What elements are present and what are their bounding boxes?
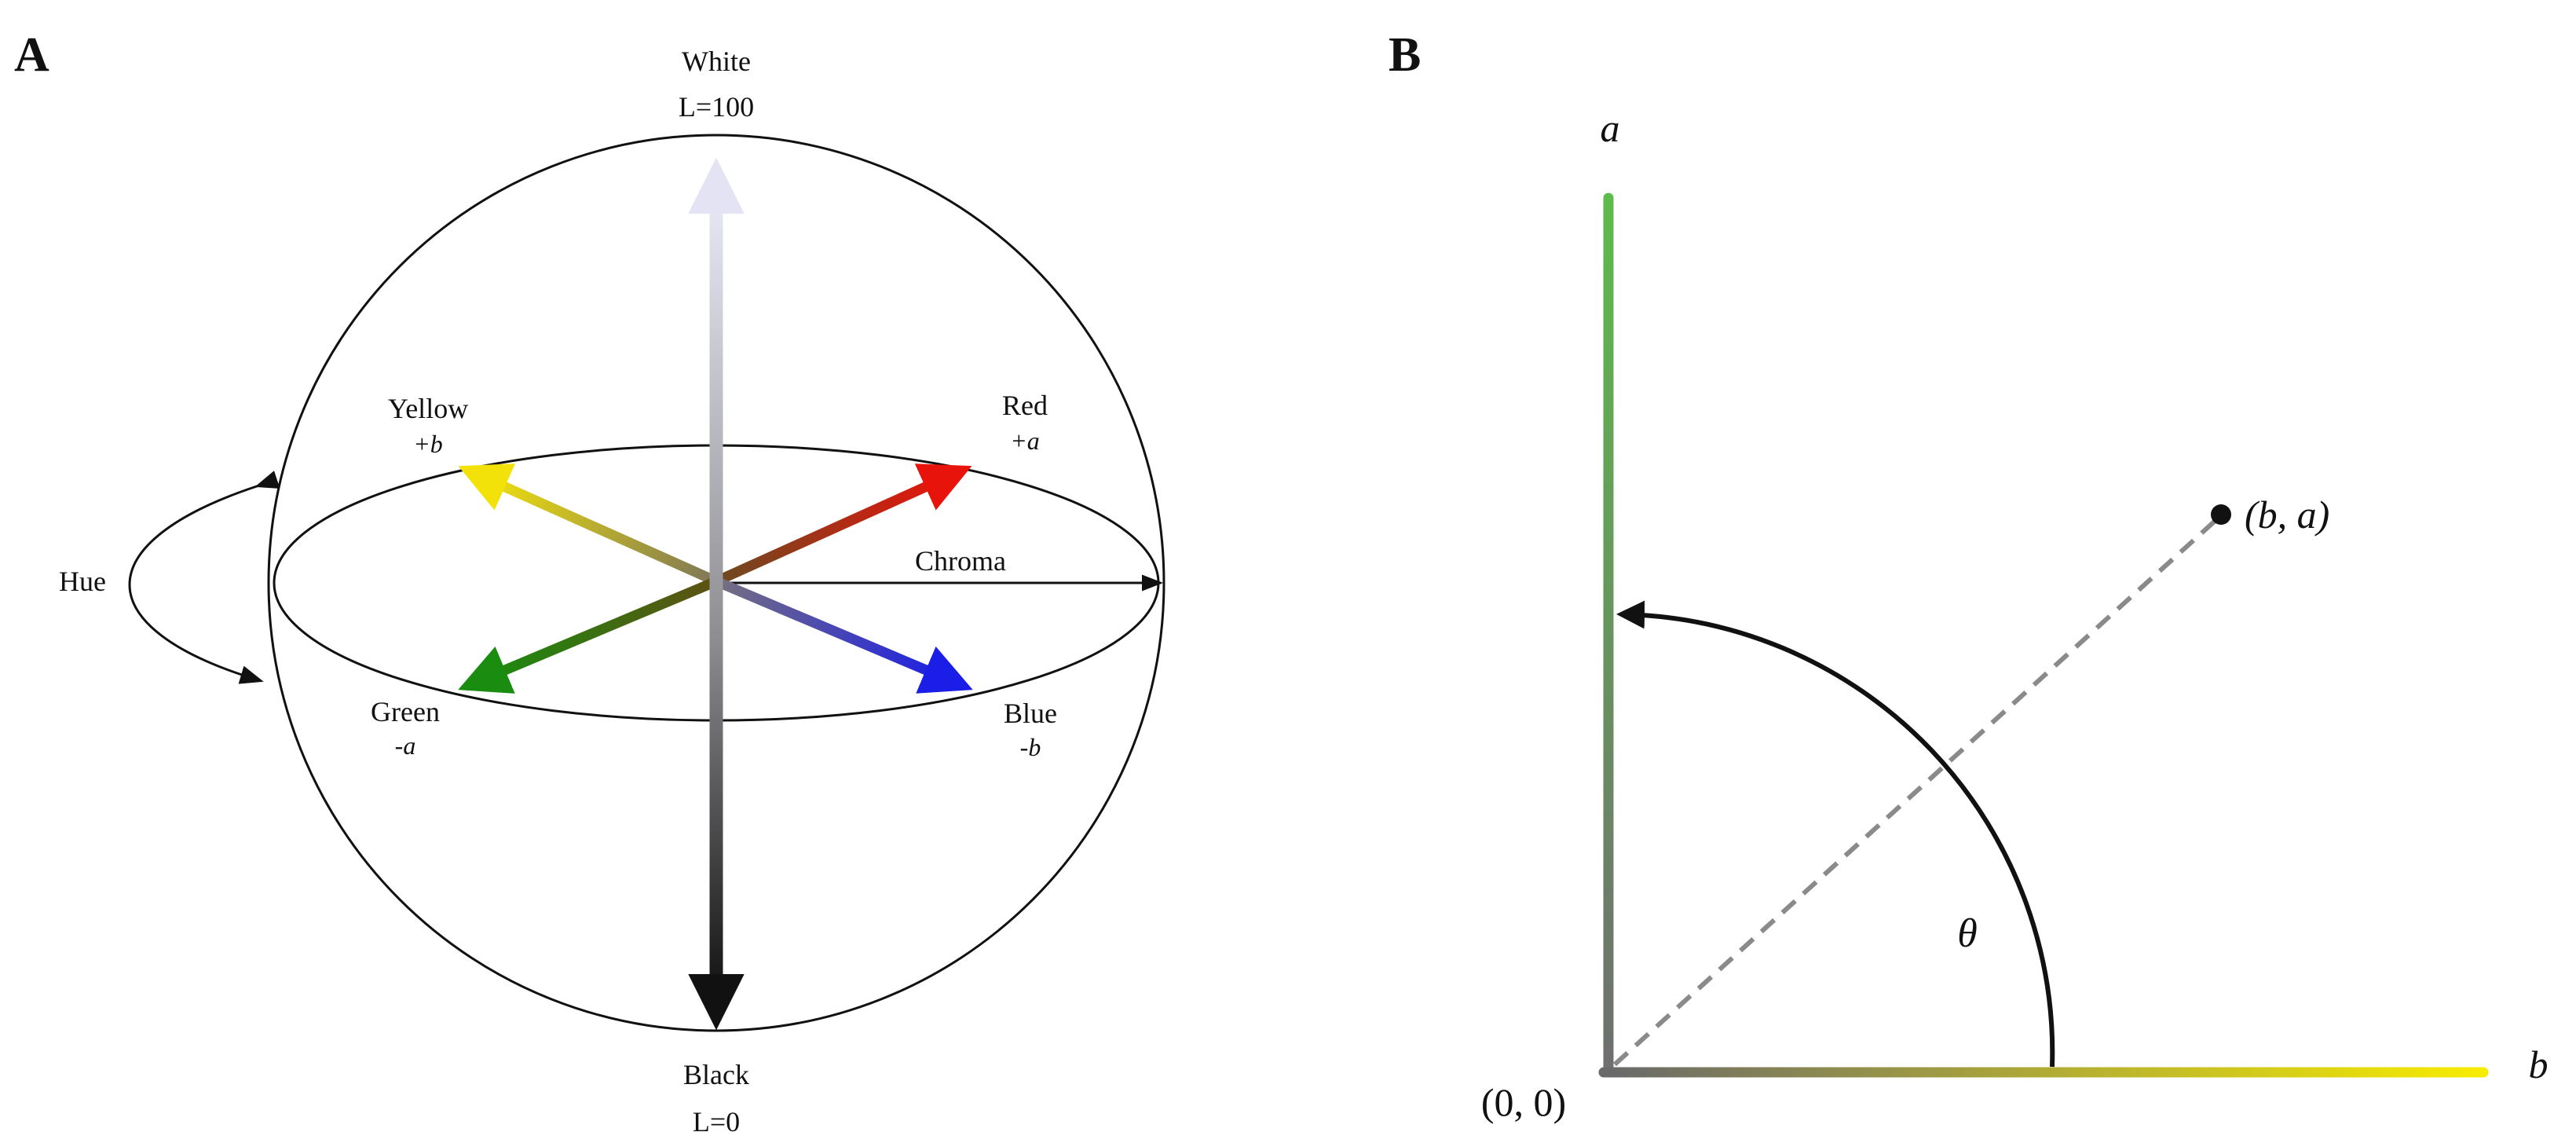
red-label: Red (1002, 390, 1048, 421)
point-b-a-marker (2211, 504, 2231, 525)
point-label: (b, a) (2245, 493, 2329, 537)
b-axis-label: b (2529, 1042, 2549, 1086)
black-value-label: L=0 (693, 1106, 740, 1138)
vector-dashed-line (1612, 515, 2222, 1067)
angle-theta-label: θ (1957, 911, 1978, 956)
yellow-label: Yellow (388, 393, 468, 424)
blue-arrow (714, 577, 973, 694)
hue-angle-arc (1616, 600, 2055, 1068)
white-value-label: L=100 (679, 91, 754, 123)
panel-b-letter: B (1389, 28, 1421, 82)
yellow-arrow (458, 463, 719, 586)
white-label: White (682, 46, 751, 77)
green-arrow (458, 577, 719, 694)
red-arrow (714, 463, 972, 586)
panel-b: B a b (0, 0) (b, a) θ (1389, 28, 2549, 1124)
panel-a: A White L=100 Black L=0 Yellow +b Red +a… (14, 28, 1165, 1138)
panel-a-letter: A (14, 28, 49, 82)
black-label: Black (683, 1059, 749, 1090)
red-axis-label: +a (1010, 427, 1040, 455)
green-label: Green (371, 696, 440, 727)
yellow-axis-label: +b (413, 430, 443, 458)
hue-label: Hue (59, 566, 106, 597)
a-axis-label: a (1601, 106, 1620, 150)
blue-axis-label: -b (1020, 733, 1041, 761)
blue-label: Blue (1004, 698, 1057, 729)
chroma-label: Chroma (915, 545, 1006, 577)
origin-label: (0, 0) (1481, 1080, 1566, 1124)
hue-rotation-arrow (128, 471, 280, 684)
green-axis-label: -a (395, 731, 416, 760)
